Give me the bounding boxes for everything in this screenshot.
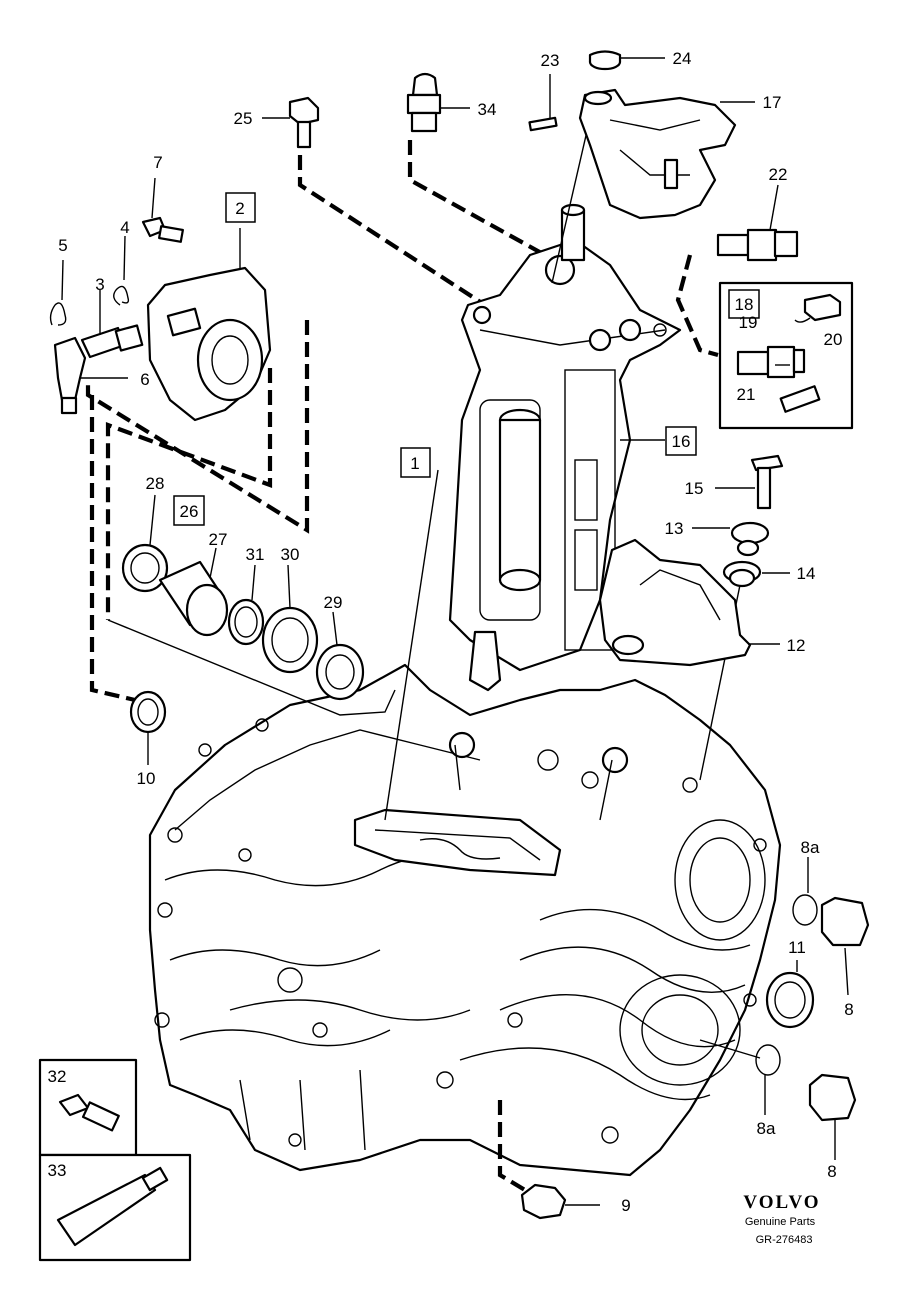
part-8-plugs bbox=[699, 857, 870, 1160]
part-15-screw bbox=[715, 454, 784, 510]
callout-8a-top: 8a bbox=[801, 838, 820, 857]
callout-2: 2 bbox=[235, 199, 244, 218]
callout-11: 11 bbox=[788, 938, 806, 957]
callout-9: 9 bbox=[621, 1196, 630, 1215]
part-24-plug bbox=[588, 50, 665, 71]
brand-logo: VOLVO bbox=[743, 1192, 820, 1213]
part-12-plate bbox=[598, 538, 780, 667]
part-26-seal-set bbox=[121, 494, 365, 701]
brand-block: VOLVO Genuine Parts GR-276483 bbox=[743, 1192, 820, 1246]
part-7-bolt bbox=[141, 177, 184, 243]
callout-5: 5 bbox=[58, 236, 67, 255]
part-34-switch bbox=[406, 72, 470, 133]
part-32-box bbox=[38, 1058, 138, 1157]
callout-29: 29 bbox=[324, 593, 343, 612]
part-14-seal bbox=[722, 560, 790, 588]
diagram-reference: GR-276483 bbox=[756, 1234, 813, 1246]
part-4-5-clips bbox=[49, 235, 130, 326]
part-25-bolt bbox=[262, 96, 320, 149]
shift-bracket bbox=[578, 88, 755, 220]
callout-12: 12 bbox=[787, 636, 806, 655]
assembly-lines bbox=[85, 140, 741, 1192]
callout-26: 26 bbox=[180, 502, 199, 521]
brand-tagline: Genuine Parts bbox=[745, 1216, 816, 1228]
callout-16: 16 bbox=[672, 432, 691, 451]
callout-34: 34 bbox=[478, 100, 497, 119]
callout-15: 15 bbox=[685, 479, 704, 498]
gearbox-housing bbox=[148, 663, 782, 1177]
callout-20: 20 bbox=[824, 330, 843, 349]
callout-33: 33 bbox=[48, 1161, 67, 1180]
part-23-pin bbox=[528, 74, 558, 132]
callout-19: 19 bbox=[739, 313, 758, 332]
callout-10: 10 bbox=[137, 769, 156, 788]
callout-22: 22 bbox=[769, 165, 788, 184]
part-33-box bbox=[38, 1153, 192, 1262]
callout-13: 13 bbox=[665, 519, 684, 538]
callout-7: 7 bbox=[153, 153, 162, 172]
callout-32: 32 bbox=[48, 1067, 67, 1086]
callout-17: 17 bbox=[763, 93, 782, 112]
part-22-sensor bbox=[716, 184, 799, 262]
callouts: 23 24 17 34 25 7 22 4 5 3 6 19 20 21 28 … bbox=[48, 49, 854, 1215]
part-11-seal bbox=[765, 960, 815, 1029]
callout-6: 6 bbox=[140, 370, 149, 389]
callout-4: 4 bbox=[120, 218, 129, 237]
callout-8a-bottom: 8a bbox=[757, 1119, 776, 1138]
callout-25: 25 bbox=[234, 109, 253, 128]
callout-14: 14 bbox=[797, 564, 816, 583]
callout-28: 28 bbox=[146, 474, 165, 493]
callout-24: 24 bbox=[673, 49, 692, 68]
callout-1: 1 bbox=[410, 454, 419, 473]
callout-8-top: 8 bbox=[844, 1000, 853, 1019]
shift-tower bbox=[448, 91, 682, 692]
part-13-washer bbox=[692, 521, 770, 557]
callout-3: 3 bbox=[95, 275, 104, 294]
part-3-hose bbox=[53, 290, 144, 415]
callout-8-bottom: 8 bbox=[827, 1162, 836, 1181]
callout-23: 23 bbox=[541, 51, 560, 70]
callout-31: 31 bbox=[246, 545, 265, 564]
part-2-slave-cylinder bbox=[146, 228, 272, 422]
boxed-callouts: 2 1 26 16 18 bbox=[173, 192, 760, 526]
part-10-seal bbox=[129, 690, 167, 765]
callout-27: 27 bbox=[209, 530, 228, 549]
callout-30: 30 bbox=[281, 545, 300, 564]
part-9-bolt bbox=[520, 1183, 600, 1220]
callout-18: 18 bbox=[735, 295, 754, 314]
callout-21: 21 bbox=[737, 385, 756, 404]
